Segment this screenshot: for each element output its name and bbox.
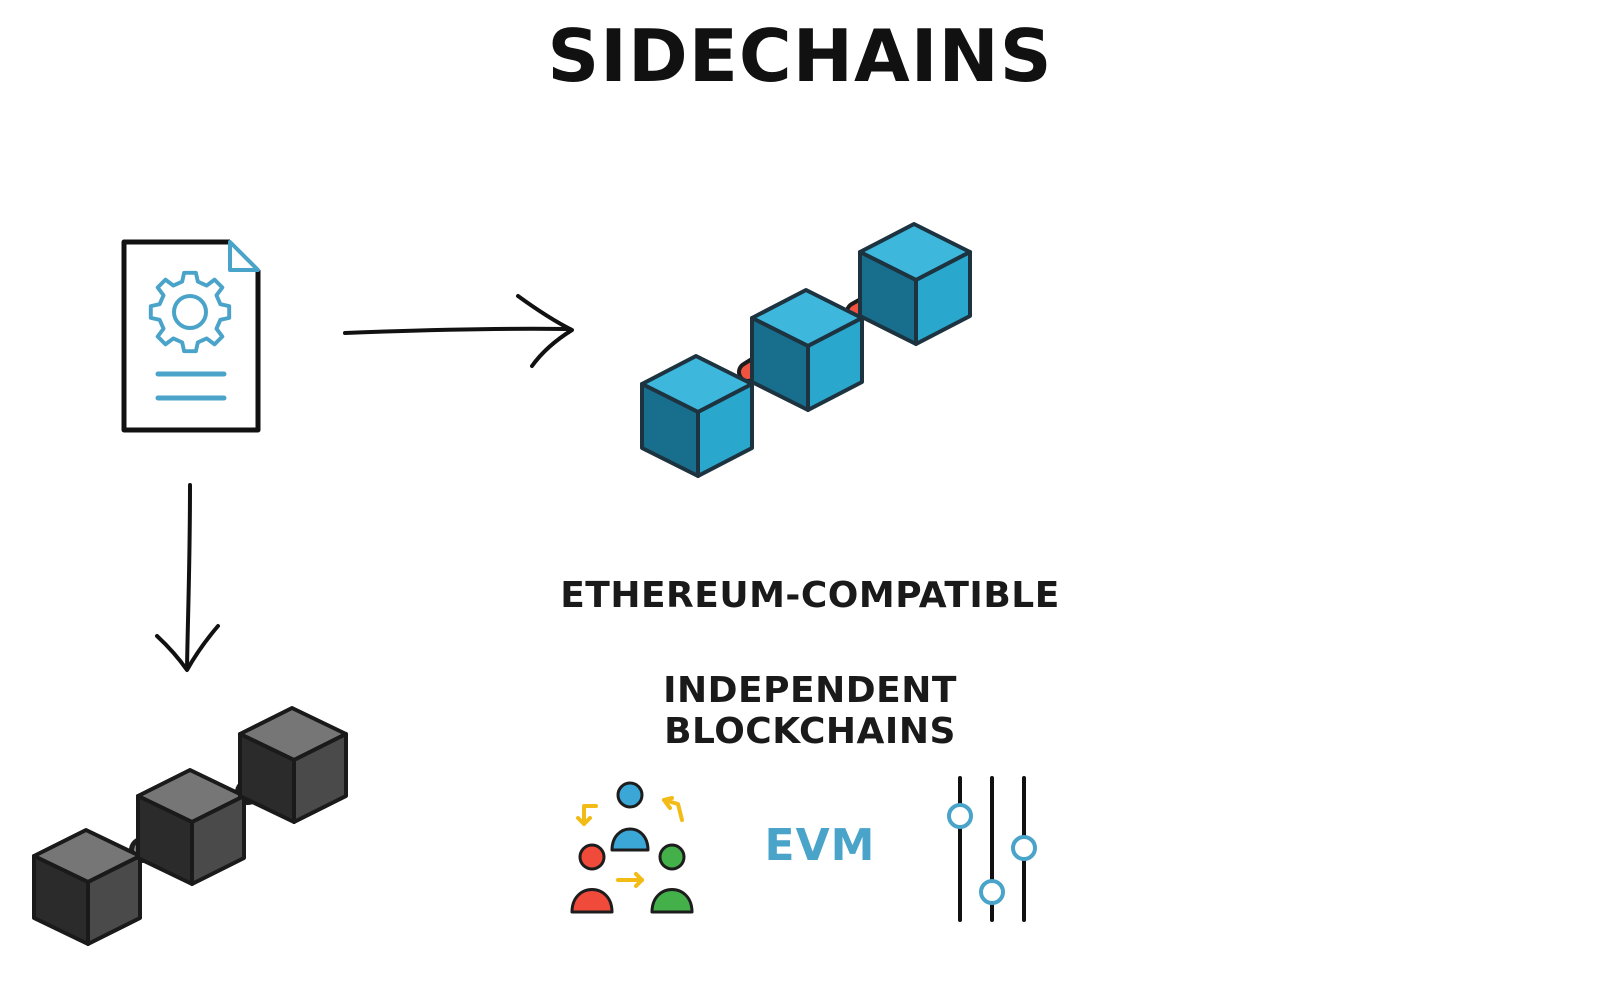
gray-block (32, 828, 142, 946)
gray-block (238, 706, 348, 824)
page-title: SIDECHAINS (547, 14, 1053, 98)
caption-ethereum-compatible: ETHEREUM-COMPATIBLE (560, 575, 1060, 616)
blue-block (858, 222, 972, 346)
blue-block (640, 354, 754, 478)
caption-independent-blockchains: INDEPENDENT BLOCKCHAINS (663, 670, 957, 752)
people-exchange-icon (570, 781, 694, 914)
blue-block (750, 288, 864, 412)
gray-block-chain-icon (32, 706, 348, 946)
arrow-right-icon (343, 294, 574, 368)
blue-block-chain-icon (640, 222, 972, 478)
arrow-down-icon (155, 483, 220, 672)
document-gear-icon (121, 239, 261, 433)
sliders-icon (947, 776, 1037, 922)
gray-block (136, 768, 246, 886)
evm-label: EVM (764, 820, 876, 871)
gear-icon (148, 270, 232, 354)
